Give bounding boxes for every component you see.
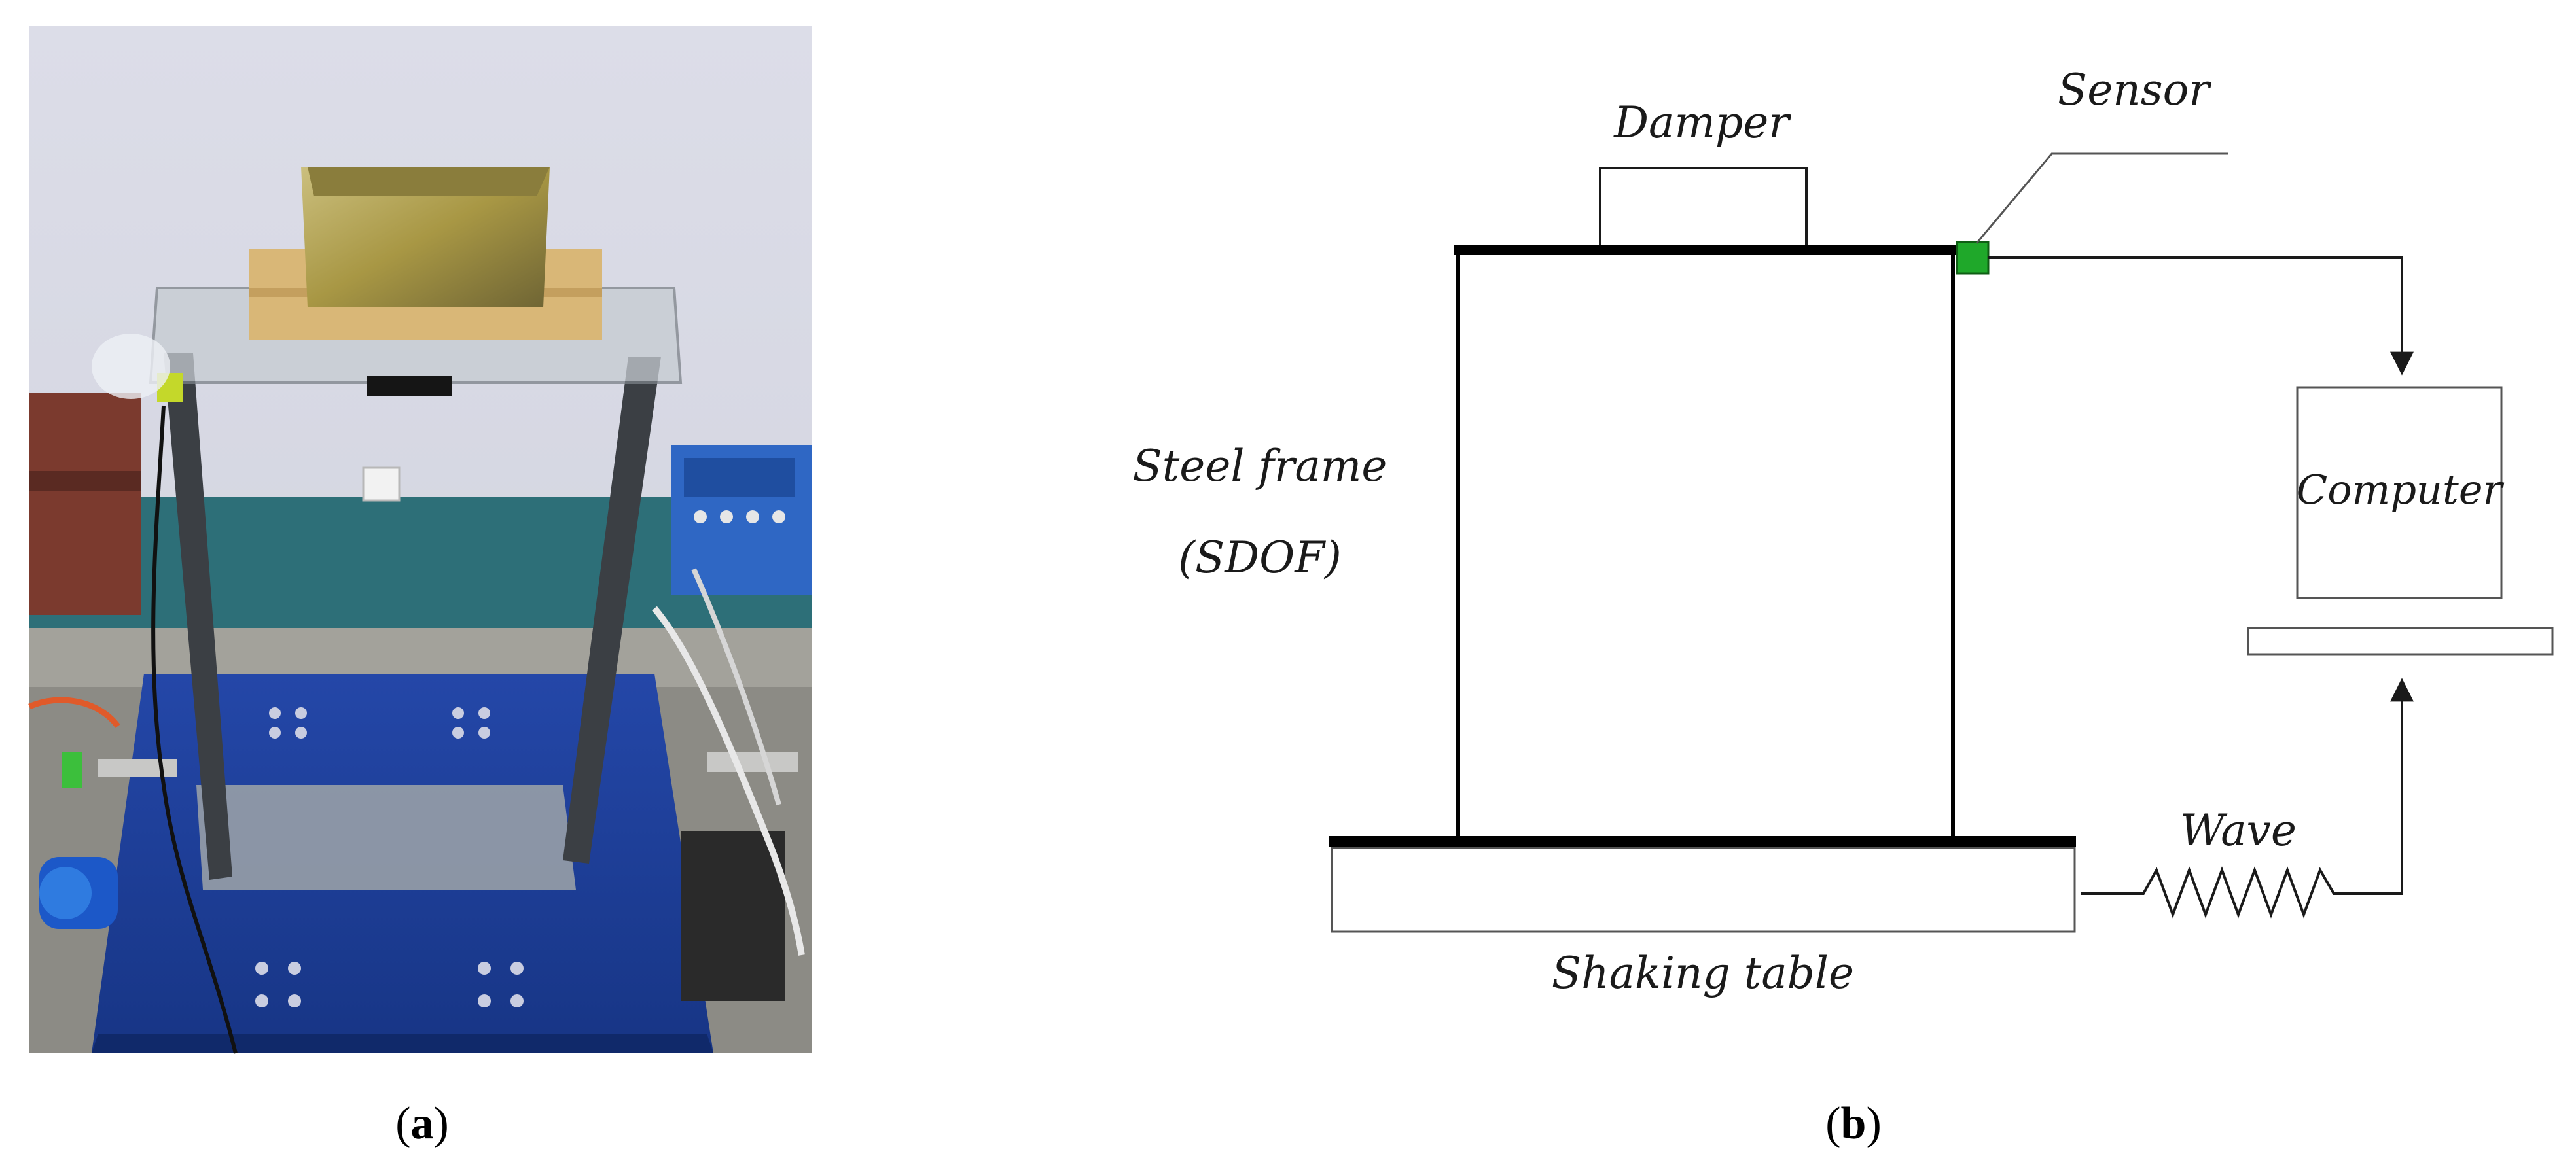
photo-knob <box>746 510 759 523</box>
photo-knob <box>694 510 707 523</box>
photo-cable <box>652 606 805 956</box>
photo-actuator-rail <box>707 752 798 772</box>
sdof-label: (SDOF) <box>1178 533 1342 583</box>
photo-plastic-wrap <box>92 334 170 399</box>
shaking-table-label: Shaking table <box>1552 948 1854 998</box>
photo-motor-face <box>39 867 92 919</box>
photo-cable <box>28 697 120 728</box>
computer-base <box>2247 627 2554 656</box>
caption-b: (b) <box>1825 1098 1882 1149</box>
photo-shaking-table-edge <box>92 1034 713 1053</box>
computer-monitor <box>2296 386 2503 599</box>
photo-controller-panel <box>684 458 795 497</box>
steel-frame-label: Steel frame <box>1133 441 1387 491</box>
wave-label: Wave <box>2180 805 2297 856</box>
damper-box <box>1599 167 1808 250</box>
photo-mass <box>367 376 452 396</box>
damper-label: Damper <box>1613 97 1791 148</box>
photo-wall-outlet <box>362 466 401 502</box>
photo-green-plug <box>62 752 82 788</box>
sensor-to-computer-arrow <box>1988 256 2414 376</box>
photo-damper-box <box>301 167 550 307</box>
panel-a-photograph <box>28 26 812 1054</box>
computer-label: Computer <box>2297 466 2505 514</box>
caption-b-letter: b <box>1841 1098 1867 1149</box>
photo-bolt-holes <box>255 707 524 1007</box>
photo-cabinet-shadow <box>29 471 141 491</box>
panel-b-schematic: Damper Sensor Steel frame (SDOF) Compute… <box>1133 65 2554 998</box>
photo-cabinet <box>29 393 141 615</box>
sensor <box>1956 241 1990 275</box>
caption-a: (a) <box>395 1098 449 1149</box>
photo-frame-base <box>196 785 576 890</box>
photo-actuator-rail <box>98 759 177 777</box>
photo-cable <box>691 568 781 806</box>
photo-actuator <box>681 831 785 1001</box>
sensor-label: Sensor <box>2058 65 2211 115</box>
wave-signal-line <box>2081 678 2414 919</box>
photo-frame-column-right <box>563 357 661 864</box>
photo-knob <box>720 510 733 523</box>
photo-frame-column-left <box>164 353 232 880</box>
caption-a-letter: a <box>411 1098 434 1149</box>
sensor-leader-line <box>1975 152 2228 244</box>
photo-damper-box-inner <box>308 167 550 196</box>
shaking-table <box>1331 847 2076 933</box>
photo-sensor-cable <box>151 405 238 1054</box>
photo-knob <box>772 510 785 523</box>
